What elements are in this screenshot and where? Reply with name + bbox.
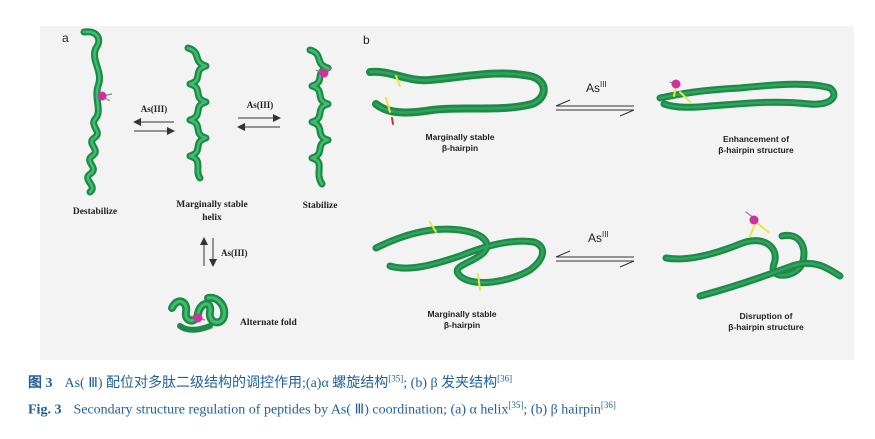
caption-cn-ref2: [36] — [497, 373, 513, 384]
equilibrium-arrows-b-bottom — [555, 250, 635, 268]
caption-en-fig-label: Fig. 3 — [28, 402, 62, 418]
equilibrium-arrows-right — [237, 114, 281, 131]
figure-graphic: a Destabilize As(III) Marginally stable … — [62, 28, 844, 333]
arrow-label-as-left: As(III) — [141, 104, 168, 114]
equilibrium-arrows-vertical — [200, 237, 217, 267]
label-top-left-line2: β-hairpin — [442, 143, 478, 153]
panel-a-label: a — [62, 31, 69, 45]
label-top-right-line2: β-hairpin structure — [718, 145, 794, 155]
panel-b-label: b — [363, 33, 370, 47]
label-top-right-line1: Enhancement of — [723, 134, 789, 144]
hairpin-top-right — [656, 80, 838, 111]
figure-panel: a Destabilize As(III) Marginally stable … — [40, 26, 854, 360]
label-top-left-line1: Marginally stable — [426, 132, 495, 142]
hairpin-bottom-right — [662, 211, 844, 300]
arsenic-atom-bottom-right — [749, 215, 759, 225]
helix-destabilize — [80, 28, 103, 196]
hairpin-top-left — [366, 67, 548, 125]
alternate-fold-peptide — [168, 293, 229, 333]
caption-en-mid: ; (b) β hairpin — [523, 402, 601, 418]
caption-cn-ref1: [35] — [388, 373, 404, 384]
arrow-label-b-bottom: AsIII — [588, 230, 609, 245]
caption-en-text: Secondary structure regulation of peptid… — [73, 402, 509, 418]
arsenic-atom-destabilize — [97, 91, 113, 102]
label-bottom-right-line2: β-hairpin structure — [728, 322, 804, 332]
label-alternate-fold: Alternate fold — [240, 318, 297, 328]
arrow-label-b-top: AsIII — [586, 80, 607, 95]
label-bottom-left-line2: β-hairpin — [444, 320, 480, 330]
caption-cn-text: As( Ⅲ) 配位对多肽二级结构的调控作用;(a)α 螺旋结构 — [64, 376, 389, 391]
arrow-label-as-down: As(III) — [221, 248, 248, 258]
caption-cn-fig-label: 图 3 — [28, 376, 53, 391]
caption-en-ref2: [36] — [600, 400, 616, 410]
label-bottom-left-line1: Marginally stable — [428, 309, 497, 319]
arsenic-atom-stabilize — [315, 67, 333, 78]
equilibrium-arrows-b-top — [555, 99, 635, 117]
caption-cn-mid: ; (b) β 发夹结构 — [403, 376, 498, 391]
arsenic-atom-alternate — [189, 313, 206, 323]
label-destabilize: Destabilize — [73, 207, 117, 217]
arrow-label-as-right: As(III) — [247, 100, 274, 110]
equilibrium-arrows-left — [133, 118, 175, 135]
caption-chinese: 图 3 As( Ⅲ) 配位对多肽二级结构的调控作用;(a)α 螺旋结构[35]; … — [28, 372, 512, 392]
label-marginal-line2: helix — [202, 213, 222, 223]
helix-marginal — [184, 44, 210, 182]
caption-english: Fig. 3 Secondary structure regulation of … — [28, 400, 616, 419]
arsenic-atom-top-right — [671, 79, 681, 89]
hairpin-bottom-left — [372, 221, 546, 291]
label-stabilize: Stabilize — [303, 201, 338, 211]
label-marginal-line1: Marginally stable — [176, 200, 248, 210]
label-bottom-right-line1: Disruption of — [740, 311, 793, 321]
caption-en-ref1: [35] — [508, 400, 524, 410]
